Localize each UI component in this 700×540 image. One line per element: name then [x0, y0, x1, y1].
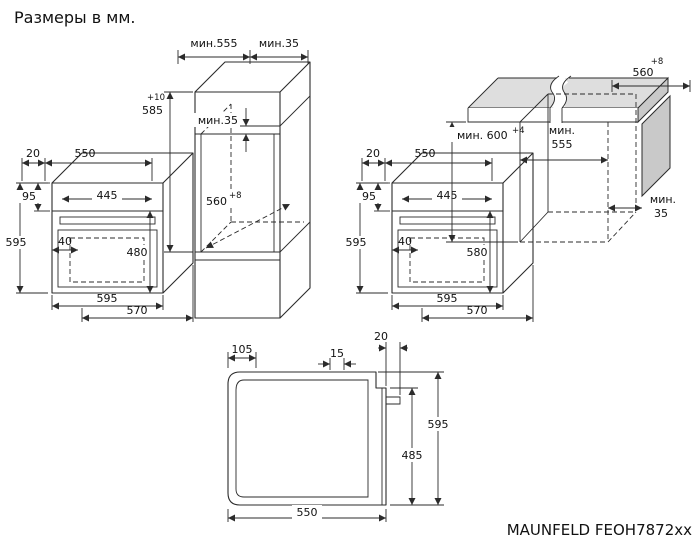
dim-column-top-back-gap: мин.35 — [259, 37, 299, 50]
dim-left-inner-40: 40 — [58, 235, 72, 248]
model-code: MAUNFELD FEOH7872xx — [507, 521, 692, 539]
dim-worktop-width-555: 555 — [552, 138, 573, 151]
dim-worktop-back-gap-min: мин. — [650, 193, 676, 206]
dim-left-door-480: 480 — [127, 246, 148, 259]
side-section-view: 105 15 20 595 485 550 — [227, 330, 452, 522]
dim-section-height-595: 595 — [428, 418, 449, 431]
dim-section-recess-15: 15 — [330, 347, 344, 360]
dim-left-offset-20: 20 — [26, 147, 40, 160]
dim-worktop-depth-tol: +8 — [651, 57, 664, 67]
dim-column-top-depth: мин.555 — [190, 37, 237, 50]
page-title: Размеры в мм. — [14, 8, 136, 27]
dim-right-top-550: 550 — [415, 147, 436, 160]
dim-worktop-height-tol: +4 — [512, 126, 525, 136]
dim-left-height-595: 595 — [6, 236, 27, 249]
dim-left-panel-95: 95 — [22, 190, 36, 203]
dim-section-door-gap-20: 20 — [374, 330, 388, 343]
dim-worktop-width-min: мин. — [549, 124, 575, 137]
dim-right-height-595: 595 — [346, 236, 367, 249]
dim-column-height-585: 585 — [142, 104, 163, 117]
dim-column-depth-tol: +8 — [229, 191, 242, 201]
dim-right-panel-95: 95 — [362, 190, 376, 203]
dim-left-bottom-595: 595 — [97, 292, 118, 305]
dim-worktop-depth-560: 560 — [633, 66, 654, 79]
dim-right-door-580: 580 — [467, 246, 488, 259]
dim-section-depth-550: 550 — [297, 506, 318, 519]
dim-right-bottom-595: 595 — [437, 292, 458, 305]
dim-right-offset-20: 20 — [366, 147, 380, 160]
dim-column-depth-560: 560 — [206, 195, 227, 208]
oven-front-view-left: 20 550 95 595 445 40 480 595 570 — [4, 147, 193, 322]
dim-section-door-485: 485 — [402, 449, 423, 462]
dim-right-inner-40: 40 — [398, 235, 412, 248]
dim-left-inner-445: 445 — [97, 189, 118, 202]
dim-right-depth-570: 570 — [467, 304, 488, 317]
worktop-niche: +8 560 мин. 600 +4 мин. 555 мин. 35 — [446, 57, 691, 243]
oven-front-view-right: 20 550 95 595 445 40 580 595 570 — [344, 147, 533, 322]
tall-cabinet-column: мин.555 мин.35 +10 585 мин.35 560 +8 — [142, 37, 311, 319]
dim-worktop-height-600: мин. 600 — [457, 129, 508, 142]
dim-column-shelf-gap: мин.35 — [198, 114, 238, 127]
dim-section-back-gap-105: 105 — [232, 343, 253, 356]
dim-worktop-back-gap-35: 35 — [654, 207, 668, 220]
dim-column-height-tol: +10 — [147, 93, 165, 103]
dim-left-top-550: 550 — [75, 147, 96, 160]
dim-left-depth-570: 570 — [127, 304, 148, 317]
dim-right-inner-445: 445 — [437, 189, 458, 202]
